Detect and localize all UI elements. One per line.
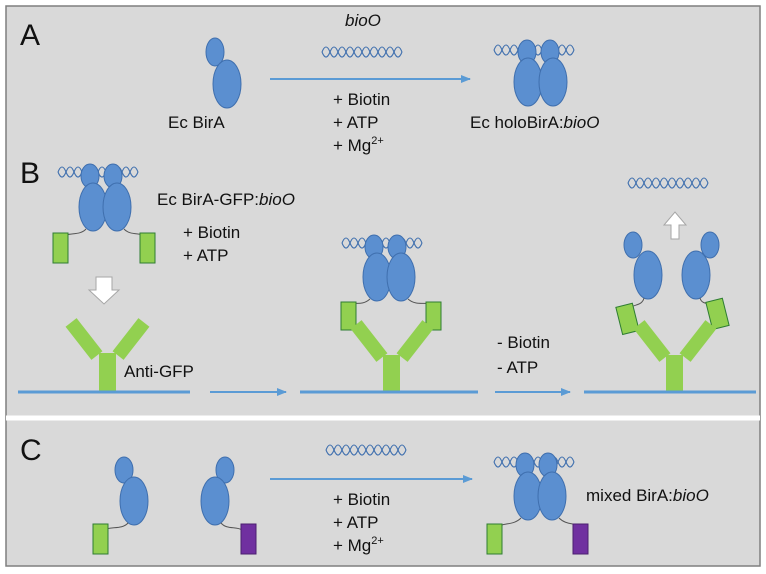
antibody-arm-left-3 bbox=[633, 320, 671, 362]
birA-monomer bbox=[205, 37, 242, 109]
anti-gfp-label: Anti-GFP bbox=[124, 362, 194, 381]
monomer-gfp-tag bbox=[92, 523, 109, 555]
mixed-label-italic: bioO bbox=[673, 486, 709, 505]
gfp-tag-left bbox=[52, 232, 69, 264]
condition-atp-c: + ATP bbox=[333, 513, 379, 532]
monomer-purple-small bbox=[215, 456, 235, 484]
bound-gfp-left bbox=[340, 301, 357, 331]
antibody-stem-1 bbox=[99, 353, 116, 391]
dissociated-complex bbox=[615, 231, 730, 336]
mg-text-c: + Mg bbox=[333, 536, 371, 555]
holoBirA-large-right bbox=[538, 57, 568, 107]
released-large-right bbox=[681, 250, 711, 300]
mixed-purple-tag bbox=[572, 523, 589, 555]
monomer-purple-large bbox=[200, 476, 230, 526]
mg-superscript-a: 2+ bbox=[371, 135, 384, 147]
gfp-tag-right bbox=[139, 232, 156, 264]
condition-minus-atp: - ATP bbox=[497, 358, 538, 377]
mixed-birA-label: mixed BirA:bioO bbox=[586, 486, 709, 505]
antibody-arm-right-3 bbox=[679, 320, 717, 362]
antibody-arm-right-1 bbox=[112, 318, 150, 360]
monomer-gfp-large bbox=[119, 476, 149, 526]
mixed-large-right bbox=[537, 471, 567, 521]
condition-mg-c: + Mg2+ bbox=[333, 535, 384, 555]
holoBirA-label-italic: bioO bbox=[564, 113, 600, 132]
anti-gfp-antibody-2 bbox=[350, 320, 434, 391]
monomer-gfp-small bbox=[114, 456, 134, 484]
birA-purple-monomer bbox=[200, 456, 257, 555]
birA-small-domain bbox=[205, 37, 225, 67]
panel-b-letter: B bbox=[20, 157, 40, 190]
bound-large-right bbox=[386, 252, 416, 302]
antibody-arm-left-2 bbox=[350, 320, 388, 362]
condition-mg-a: + Mg2+ bbox=[333, 135, 384, 155]
mixed-birA-dimer bbox=[486, 452, 589, 555]
anti-gfp-antibody-3 bbox=[633, 320, 717, 391]
condition-minus-biotin: - Biotin bbox=[497, 333, 550, 352]
bound-complex bbox=[340, 234, 442, 331]
mixed-label-prefix: mixed BirA: bbox=[586, 486, 673, 505]
birA-gfp-complex bbox=[52, 163, 156, 264]
released-large-left bbox=[633, 250, 663, 300]
birA-gfp-label-prefix: Ec BirA-GFP: bbox=[157, 190, 259, 209]
released-gfp-left bbox=[615, 302, 640, 336]
bioO-dna-c bbox=[325, 444, 407, 456]
released-dna bbox=[627, 177, 709, 189]
mixed-gfp-tag bbox=[486, 523, 503, 555]
panel-a: A Ec BirA bioO + Biotin + ATP + Mg2+ bbox=[20, 11, 599, 155]
ec-birA-label: Ec BirA bbox=[168, 113, 225, 132]
holoBirA-label: Ec holoBirA:bioO bbox=[470, 113, 599, 132]
anti-gfp-antibody-1 bbox=[65, 318, 150, 391]
panel-c-letter: C bbox=[20, 434, 42, 467]
panel-a-letter: A bbox=[20, 19, 40, 52]
monomer-purple-linker bbox=[220, 522, 243, 531]
panel-b: B Ec BirA-GFP:bioO + Biotin + ATP bbox=[18, 157, 756, 396]
condition-biotin-a: + Biotin bbox=[333, 90, 390, 109]
hollow-up-arrow bbox=[662, 211, 688, 240]
bioO-label: bioO bbox=[345, 11, 381, 30]
bioO-dna-a bbox=[321, 46, 403, 58]
released-small-right bbox=[700, 231, 720, 259]
mg-text-a: + Mg bbox=[333, 136, 371, 155]
birA-large-domain bbox=[212, 59, 242, 109]
panel-c: C + Biotin + ATP + Mg2+ bbox=[20, 434, 709, 555]
condition-atp-a: + ATP bbox=[333, 113, 379, 132]
antibody-arm-left-1 bbox=[65, 318, 103, 360]
holoBirA-label-prefix: Ec holoBirA: bbox=[470, 113, 564, 132]
antibody-arm-right-2 bbox=[396, 320, 434, 362]
condition-biotin-c: + Biotin bbox=[333, 490, 390, 509]
condition-atp-b: + ATP bbox=[183, 246, 229, 265]
birA-gfp-label: Ec BirA-GFP:bioO bbox=[157, 190, 295, 209]
hollow-down-arrow bbox=[87, 276, 121, 305]
holoBirA-dimer bbox=[493, 39, 575, 107]
birA-gfp-large-right bbox=[102, 182, 132, 232]
released-small-left bbox=[623, 231, 643, 259]
monomer-purple-tag bbox=[240, 523, 257, 555]
birA-gfp-monomer bbox=[92, 456, 149, 555]
birA-gfp-label-italic: bioO bbox=[259, 190, 295, 209]
bound-gfp-right bbox=[425, 301, 442, 331]
antibody-stem-2 bbox=[383, 355, 400, 391]
condition-biotin-b: + Biotin bbox=[183, 223, 240, 242]
released-gfp-right bbox=[705, 297, 730, 331]
mg-superscript-c: 2+ bbox=[371, 535, 384, 547]
antibody-stem-3 bbox=[666, 355, 683, 391]
holoBirA-large-left bbox=[513, 57, 543, 107]
